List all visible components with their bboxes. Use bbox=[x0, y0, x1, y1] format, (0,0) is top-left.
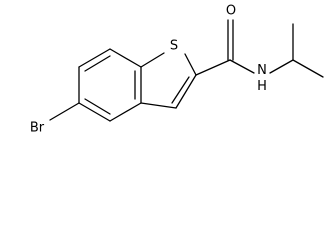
bond-c2-c3-inner bbox=[171, 76, 190, 104]
bond-ring-c3a-c4 bbox=[109, 102, 142, 122]
bond-c3-c3a bbox=[140, 102, 177, 109]
bond-c5-br bbox=[49, 102, 80, 121]
bond-carbonyl-n bbox=[229, 59, 255, 74]
bond-ring-c6-c7 bbox=[78, 48, 111, 68]
bond-ch-ch3-right bbox=[292, 59, 324, 78]
bond-n-ch bbox=[269, 59, 294, 74]
bond-s-c2 bbox=[184, 53, 197, 76]
atom-label-sulfur: S bbox=[170, 39, 178, 54]
bond-c2-carbonyl bbox=[195, 59, 231, 76]
atom-label-bromine: Br bbox=[30, 121, 45, 136]
bond-c7a-s bbox=[140, 52, 165, 68]
bond-c2-c3 bbox=[175, 74, 197, 109]
atom-label-oxygen: O bbox=[226, 4, 236, 19]
bond-ring-c4-c5 bbox=[78, 102, 111, 122]
bond-ring-inner-c4-c5 bbox=[84, 98, 111, 115]
bond-ring-inner-c6-c7 bbox=[84, 55, 111, 72]
bond-ring-c7-c7a bbox=[109, 48, 142, 68]
